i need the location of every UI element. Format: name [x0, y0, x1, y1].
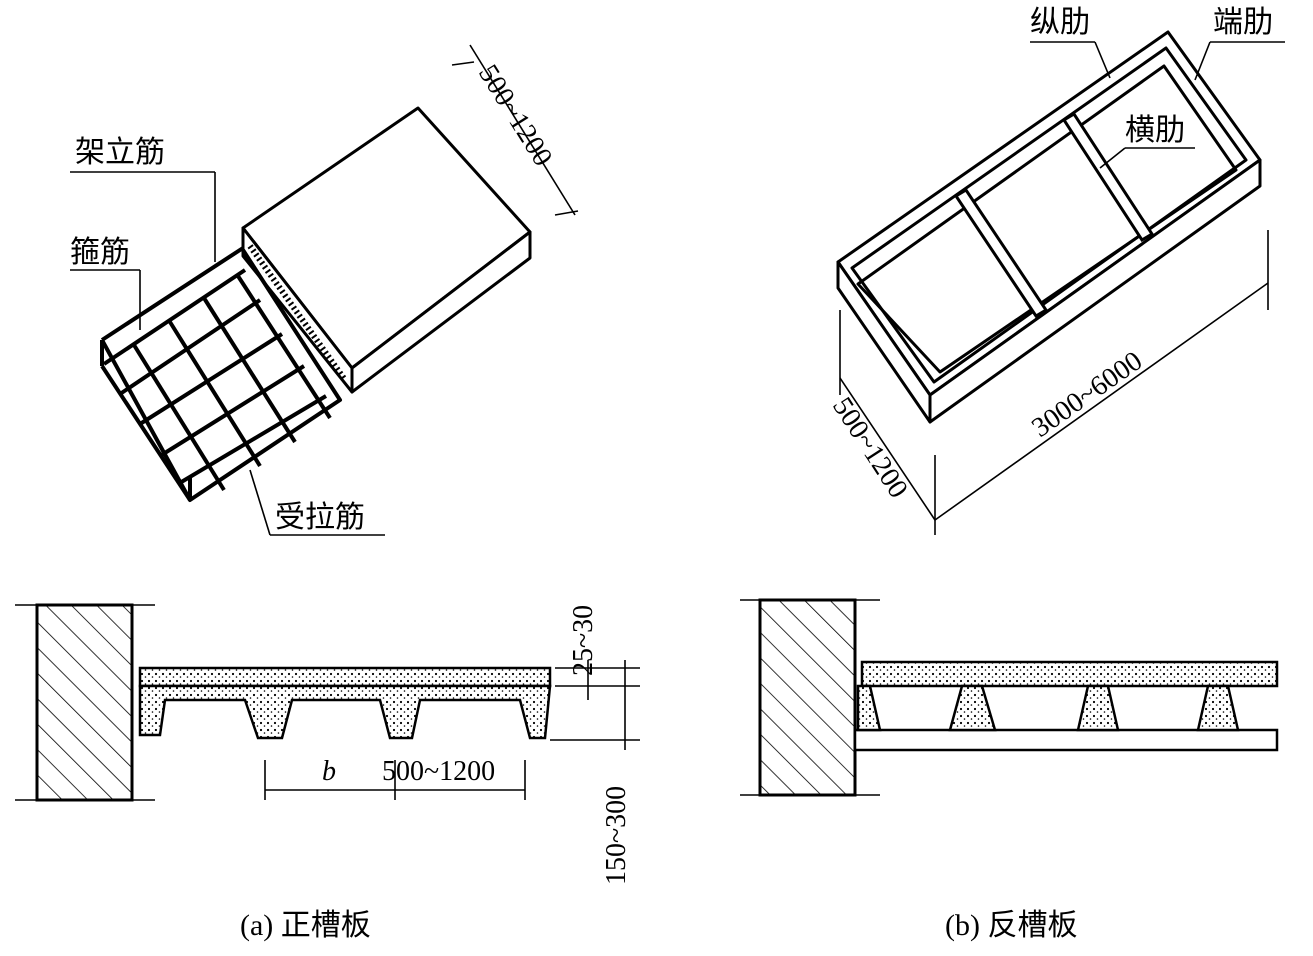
- leader-tension-drop: [249, 469, 271, 536]
- fig-a-iso: [70, 44, 579, 536]
- label-erect-bar: 架立筋: [75, 136, 165, 169]
- dim-a-height-text: 150~300: [601, 786, 632, 885]
- leader-long-rib-drop: [1094, 41, 1111, 79]
- rim-left-face: [836, 260, 932, 424]
- wall-b: [758, 598, 857, 797]
- transverse-ribs: [953, 111, 1155, 319]
- dim-a-width-tick1: [451, 61, 475, 66]
- fig-b-iso: [836, 30, 1285, 535]
- slab-a-ribs: [138, 684, 552, 740]
- wall-a: [35, 603, 134, 802]
- caption-a: (a) 正槽板: [240, 909, 371, 942]
- slab-b-bottom: [853, 728, 1279, 752]
- label-transverse-rib: 横肋: [1125, 114, 1185, 147]
- leader-end-rib-drop: [1194, 41, 1211, 81]
- recess-inner: [850, 46, 1248, 384]
- dim-a-spacing-symbol: b: [322, 756, 336, 787]
- dim-b-length-text: 3000~6000: [1026, 345, 1148, 443]
- dim-a-top-text: 25~30: [568, 605, 599, 676]
- dim-a-width-line: [469, 44, 576, 216]
- dim-b-length-line: [934, 282, 1269, 521]
- slab-a-top: [138, 666, 552, 688]
- slab-b-ribs: [856, 684, 1240, 732]
- slab-b-top-flange: [860, 660, 1279, 688]
- slab-top-face: [241, 106, 532, 370]
- leader-trans-rib-drop: [1099, 147, 1126, 169]
- label-tension-bar: 受拉筋: [275, 501, 365, 534]
- dim-b-width-line: [839, 377, 936, 521]
- rebar-cage: [100, 246, 342, 502]
- fig-a-section: [15, 603, 640, 802]
- slab-end-face: [241, 226, 354, 394]
- caption-b: (b) 反槽板: [945, 909, 1077, 942]
- label-stirrup: 箍筋: [70, 236, 130, 269]
- dim-a-width-text: 500~1200: [472, 59, 558, 171]
- label-end-rib: 端肋: [1213, 6, 1273, 39]
- fig-b-section: [740, 598, 1279, 797]
- slab-edge-texture: [247, 244, 348, 382]
- dim-b-width-text: 500~1200: [826, 392, 914, 504]
- label-longitudinal-rib: 纵肋: [1030, 6, 1090, 39]
- recess-floor: [856, 64, 1238, 374]
- dim-a-spacing-text: 500~1200: [382, 756, 495, 787]
- dim-a-width-tick2: [554, 210, 579, 216]
